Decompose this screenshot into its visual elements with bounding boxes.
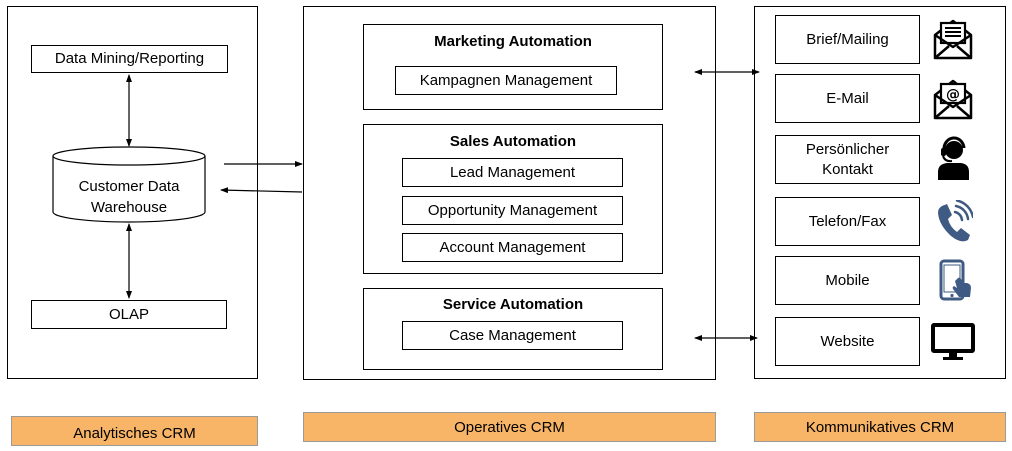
email-icon: @: [930, 75, 976, 123]
communicative-panel: [754, 6, 1006, 379]
warehouse-label-line2: Warehouse: [90, 199, 168, 216]
olap-box: OLAP: [31, 300, 227, 329]
footer-analytical: Analytisches CRM: [11, 416, 258, 446]
marketing-title: Marketing Automation: [434, 33, 592, 50]
case-management-box: Case Management: [402, 321, 623, 350]
channel-persoenlicher-kontakt: Persönlicher Kontakt: [775, 135, 920, 184]
channel-telefon-fax: Telefon/Fax: [775, 197, 920, 246]
svg-text:@: @: [946, 87, 960, 103]
warehouse-label-line1: Customer Data: [78, 178, 180, 195]
opportunity-management-box: Opportunity Management: [402, 196, 623, 225]
arrow-operative-to-analytical: [220, 187, 303, 194]
service-title: Service Automation: [442, 296, 584, 313]
channel-mobile: Mobile: [775, 256, 920, 305]
mobile-touch-icon: [930, 256, 976, 306]
channel-brief-mailing: Brief/Mailing: [775, 15, 920, 64]
phone-icon: [930, 197, 976, 247]
kampagnen-management-box: Kampagnen Management: [395, 66, 617, 95]
channel-website: Website: [775, 317, 920, 366]
sales-title: Sales Automation: [449, 133, 577, 150]
monitor-icon: [930, 318, 976, 366]
data-mining-box: Data Mining/Reporting: [31, 45, 228, 73]
lead-management-box: Lead Management: [402, 158, 623, 187]
footer-operative: Operatives CRM: [303, 412, 716, 442]
letter-icon: [930, 15, 976, 63]
headset-person-icon: [930, 134, 976, 184]
footer-communicative: Kommunikatives CRM: [754, 412, 1006, 442]
warehouse-label: Customer Data Warehouse: [52, 176, 206, 218]
warehouse-cylinder: [52, 146, 206, 223]
account-management-box: Account Management: [402, 233, 623, 262]
channel-email: E-Mail: [775, 74, 920, 123]
